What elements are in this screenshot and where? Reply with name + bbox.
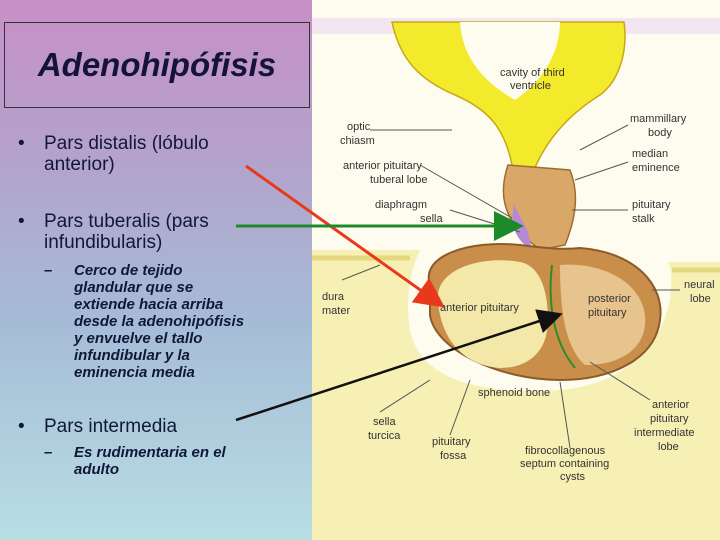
label-neural-lobe: lobe bbox=[690, 293, 711, 305]
label-sphenoid-bone: sphenoid bone bbox=[478, 387, 550, 399]
posterior-pituitary bbox=[560, 264, 646, 365]
sub-bullet-tuberalis: – Cerco de tejido glandular que se extie… bbox=[44, 262, 245, 381]
sub-bullet-line: extiende hacia arriba bbox=[74, 296, 224, 313]
sub-bullet-line: infundibular y la bbox=[74, 347, 190, 364]
label-mammillary: body bbox=[648, 127, 672, 139]
label-optic-chiasm: chiasm bbox=[340, 135, 375, 147]
label-mammillary: mammillary bbox=[630, 113, 687, 125]
sub-bullet-line: desde la adenohipófisis bbox=[74, 313, 245, 330]
bullet-dot: • bbox=[18, 211, 25, 232]
bullet-line: Pars distalis (lóbulo bbox=[44, 133, 209, 154]
sub-bullet-line: adulto bbox=[74, 461, 119, 478]
label-pituitary-fossa: fossa bbox=[440, 450, 467, 462]
sub-bullet-dash: – bbox=[44, 444, 53, 461]
label-intermediate-lobe: pituitary bbox=[650, 413, 689, 425]
label-median-eminence: median bbox=[632, 148, 668, 160]
label-posterior-pituitary: posterior bbox=[588, 293, 631, 305]
label-dura-mater: dura bbox=[322, 291, 345, 303]
label-dura-mater: mater bbox=[322, 305, 350, 317]
label-fibrocollagenous: fibrocollagenous bbox=[525, 445, 606, 457]
label-anterior-tuberal: tuberal lobe bbox=[370, 174, 428, 186]
sub-bullet-line: eminencia media bbox=[74, 364, 195, 381]
leader-line bbox=[579, 124, 629, 151]
leader-line bbox=[574, 161, 629, 181]
bullet-pars-tuberalis: • Pars tuberalis (pars infundibularis) bbox=[18, 211, 209, 253]
bullet-list: • Pars distalis (lóbulo anterior) • Pars… bbox=[0, 0, 310, 540]
sub-bullet-line: Cerco de tejido bbox=[74, 262, 183, 279]
sub-bullet-line: Es rudimentaria en el bbox=[74, 444, 226, 461]
sub-bullet-line: glandular que se bbox=[74, 279, 194, 296]
pituitary-diagram: cavity of third ventricle optic chiasm a… bbox=[312, 0, 720, 540]
label-pituitary-stalk: pituitary bbox=[632, 199, 671, 211]
bullet-line: Pars intermedia bbox=[44, 416, 178, 437]
page-title: Adenohipófisis bbox=[37, 46, 277, 83]
label-intermediate-lobe: lobe bbox=[658, 441, 679, 453]
label-optic-chiasm: optic bbox=[347, 121, 371, 133]
bullet-line: Pars tuberalis (pars bbox=[44, 211, 209, 232]
label-fibrocollagenous: septum containing bbox=[520, 458, 609, 470]
label-anterior-tuberal: anterior pituitary bbox=[343, 160, 422, 172]
label-neural-lobe: neural bbox=[684, 279, 715, 291]
bullet-line: anterior) bbox=[44, 154, 115, 175]
bullet-dot: • bbox=[18, 416, 25, 437]
leader-line bbox=[559, 381, 571, 449]
label-sella-turcica: sella bbox=[373, 416, 397, 428]
sub-bullet-dash: – bbox=[44, 262, 53, 279]
label-intermediate-lobe: intermediate bbox=[634, 427, 695, 439]
label-posterior-pituitary: pituitary bbox=[588, 307, 627, 319]
label-sella-turcica: turcica bbox=[368, 430, 401, 442]
label-median-eminence: eminence bbox=[632, 162, 680, 174]
sub-bullet-intermedia: – Es rudimentaria en el adulto bbox=[44, 444, 226, 478]
label-fibrocollagenous: cysts bbox=[560, 471, 586, 483]
label-diaphragm-sella: sella bbox=[420, 213, 444, 225]
bullet-dot: • bbox=[18, 133, 25, 154]
bullet-pars-distalis: • Pars distalis (lóbulo anterior) bbox=[18, 133, 209, 175]
bullet-line: infundibularis) bbox=[44, 232, 163, 253]
sub-bullet-line: y envuelve el tallo bbox=[74, 330, 203, 347]
label-anterior-pituitary: anterior pituitary bbox=[440, 302, 519, 314]
title-box: Adenohipófisis bbox=[4, 22, 310, 108]
leader-line bbox=[589, 361, 651, 401]
third-ventricle-cavity bbox=[460, 22, 560, 100]
label-diaphragm-sella: diaphragm bbox=[375, 199, 427, 211]
label-pituitary-stalk: stalk bbox=[632, 213, 655, 225]
label-cavity: cavity of third bbox=[500, 67, 565, 79]
label-cavity: ventricle bbox=[510, 80, 551, 92]
label-intermediate-lobe: anterior bbox=[652, 399, 690, 411]
label-pituitary-fossa: pituitary bbox=[432, 436, 471, 448]
bullet-pars-intermedia: • Pars intermedia bbox=[18, 416, 178, 437]
